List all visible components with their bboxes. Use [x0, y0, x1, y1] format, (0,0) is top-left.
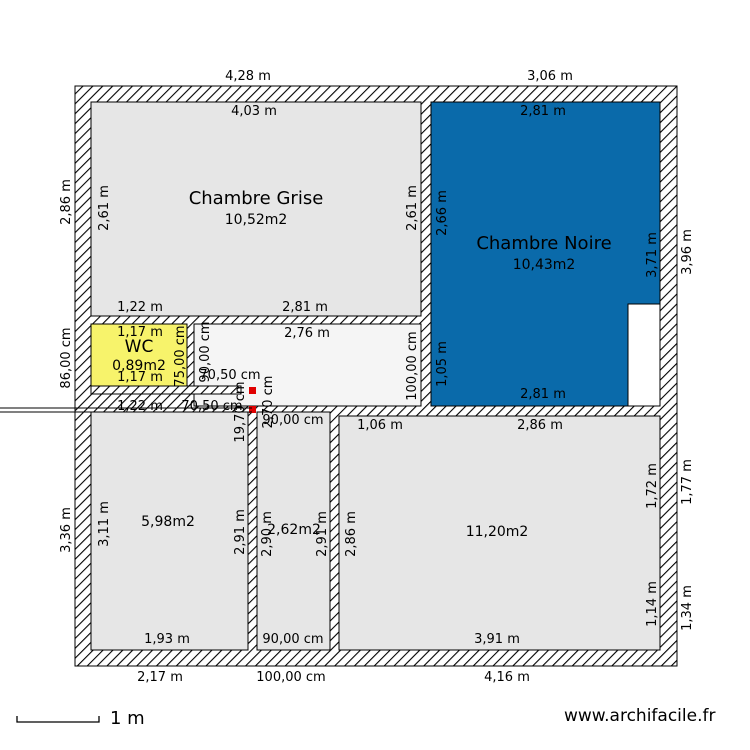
wc-lower-wall — [90, 385, 242, 395]
dim-noire-105: 1,05 m — [435, 341, 450, 387]
dim-se-top: 2,86 m — [517, 418, 563, 433]
door-marker-2 — [249, 406, 256, 413]
dim-bottom-right: 4,16 m — [484, 670, 530, 685]
room-area-chambre-grise: 10,52m2 — [225, 212, 288, 228]
dim-se-left: 2,86 m — [344, 511, 359, 557]
dim-sw-bottom: 1,93 m — [144, 632, 190, 647]
dim-grise-bottom-right: 2,81 m — [282, 300, 328, 315]
room-name-wc: WC — [125, 337, 154, 357]
room-area-mid: 2,62m2 — [267, 522, 321, 538]
room-area-chambre-noire: 10,43m2 — [513, 257, 576, 273]
dim-90-mid: 90,00 cm — [262, 413, 323, 428]
watermark-link[interactable]: www.archifacile.fr — [564, 706, 716, 726]
room-area-wc: 0,89m2 — [112, 358, 166, 374]
dim-mid-bottom: 90,00 cm — [262, 632, 323, 647]
dim-left-outer-bottom: 3,36 m — [59, 507, 74, 553]
dim-2-70: 2,70 cm — [261, 376, 276, 429]
dim-wc-bottom: 1,17 m — [117, 370, 163, 385]
dim-wc-top: 1,17 m — [117, 325, 163, 340]
room-area-sw: 5,98m2 — [141, 514, 195, 530]
room-chambre-noire[interactable] — [430, 101, 661, 407]
dim-hall-top: 2,76 m — [284, 326, 330, 341]
dim-right-177: 1,77 m — [680, 459, 695, 505]
dim-se-106: 1,06 m — [357, 418, 403, 433]
dim-grise-right: 2,61 m — [405, 185, 420, 231]
dim-mid-right: 2,91 m — [315, 511, 330, 557]
dim-70-50-b: 70,50 cm — [181, 399, 242, 414]
room-sw[interactable] — [90, 411, 249, 651]
room-wc[interactable] — [90, 323, 188, 387]
dim-hall-right: 100,00 cm — [405, 331, 420, 400]
room-mid[interactable] — [256, 411, 331, 651]
dim-se-bottom: 3,91 m — [474, 632, 520, 647]
dim-70-50-a: 70,50 cm — [199, 368, 260, 383]
room-area-se: 11,20m2 — [466, 524, 529, 540]
dim-grise-bottom-left: 1,22 m — [117, 300, 163, 315]
dim-hall-left: 90,00 cm — [198, 321, 213, 382]
dim-mid-left: 2,90 m — [260, 511, 275, 557]
room-se[interactable] — [338, 415, 661, 651]
scale-label: 1 m — [110, 708, 145, 729]
room-name-chambre-noire: Chambre Noire — [476, 233, 611, 254]
dim-right-134: 1,34 m — [680, 585, 695, 631]
dim-wc-right: 75,00 cm — [173, 325, 188, 386]
dim-noire-left: 2,66 m — [435, 190, 450, 236]
dim-grise-top: 4,03 m — [231, 104, 277, 119]
dim-bottom-mid: 100,00 cm — [256, 670, 325, 685]
dim-noire-top: 2,81 m — [520, 104, 566, 119]
scale-bar — [16, 716, 100, 723]
dim-right-outer-top: 3,96 m — [680, 229, 695, 275]
dim-19-70: 19,70 cm — [233, 381, 248, 442]
dim-left-outer-top: 2,86 m — [59, 179, 74, 225]
room-chambre-grise[interactable] — [90, 101, 422, 317]
dim-bottom-left: 2,17 m — [137, 670, 183, 685]
room-noire-notch — [627, 303, 661, 407]
dim-noire-right: 3,71 m — [645, 232, 660, 278]
dim-sw-left: 3,11 m — [97, 501, 112, 547]
dim-top-right: 3,06 m — [527, 69, 573, 84]
dim-right-172: 1,72 m — [645, 463, 660, 509]
dim-left-86: 86,00 cm — [59, 327, 74, 388]
dim-right-114: 1,14 m — [645, 581, 660, 627]
room-name-chambre-grise: Chambre Grise — [189, 188, 324, 209]
dim-grise-left: 2,61 m — [97, 185, 112, 231]
dim-noire-bottom: 2,81 m — [520, 387, 566, 402]
dim-sw-right: 2,91 m — [233, 509, 248, 555]
dim-1-22: 1,22 m — [117, 399, 163, 414]
dim-top-left: 4,28 m — [225, 69, 271, 84]
door-marker-1 — [249, 387, 256, 394]
